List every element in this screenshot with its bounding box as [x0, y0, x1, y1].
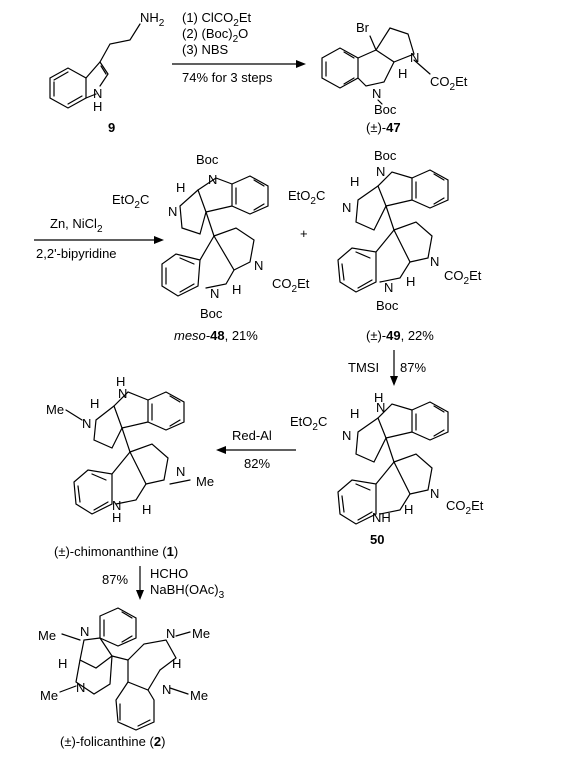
- atom-me-top: Me: [46, 402, 64, 417]
- atom-boc-bot: Boc: [200, 306, 223, 321]
- atom-boc-top: Boc: [196, 152, 219, 167]
- atom-n-pyr-top: N: [342, 428, 351, 443]
- compound-2: Me N H N Me Me N H N Me (±)-folicanthine…: [38, 607, 210, 749]
- atom-me4: Me: [190, 688, 208, 703]
- atom-h-bot: H: [142, 502, 151, 517]
- atom-n-top: N: [208, 172, 217, 187]
- atom-n: N: [93, 86, 102, 101]
- atom-me2: Me: [40, 688, 58, 703]
- step3-yield: 87%: [400, 360, 426, 375]
- atom-n-pyr-top: N: [82, 416, 91, 431]
- atom-br: Br: [356, 20, 370, 35]
- atom-boc-top: Boc: [374, 148, 397, 163]
- atom-me3: Me: [192, 626, 210, 641]
- atom-n-bot: N: [210, 286, 219, 301]
- atom-h2: H: [172, 656, 181, 671]
- atom-n2: N: [372, 86, 381, 101]
- compound-label-49: (±)-49, 22%: [366, 328, 434, 343]
- atom-n1: N: [80, 624, 89, 639]
- step1-yield: 74% for 3 steps: [182, 70, 273, 85]
- compound-label-50: 50: [370, 532, 384, 547]
- step1-cond-2: (2) (Boc)2O: [182, 26, 248, 45]
- atom-h: H: [93, 99, 102, 114]
- compound-label-1: (±)-chimonanthine (1): [54, 544, 178, 559]
- step2: Zn, NiCl2 2,2'-bipyridine: [34, 216, 164, 261]
- atom-h-bot: H: [404, 502, 413, 517]
- atom-n4: N: [162, 682, 171, 697]
- atom-eto2c: EtO2C: [290, 414, 327, 433]
- atom-h: H: [398, 66, 407, 81]
- step2-cond-1: Zn, NiCl2: [50, 216, 103, 235]
- step1-cond-3: (3) NBS: [182, 42, 229, 57]
- step5-cond-2: NaBH(OAc)3: [150, 582, 225, 601]
- step5-cond-1: HCHO: [150, 566, 188, 581]
- atom-me1: Me: [38, 628, 56, 643]
- atom-h-top: H: [350, 174, 359, 189]
- step5: 87% HCHO NaBH(OAc)3: [102, 566, 225, 601]
- atom-eto2c: EtO2C: [112, 192, 149, 211]
- atom-me-bot: Me: [196, 474, 214, 489]
- atom-n-top: N: [376, 400, 385, 415]
- compound-50: H N H EtO2C N N CO2Et NH H 50: [290, 390, 484, 547]
- atom-n2: N: [76, 680, 85, 695]
- atom-n-pyr-bot: N: [176, 464, 185, 479]
- atom-h-bot: H: [406, 274, 415, 289]
- atom-n-top: N: [118, 386, 127, 401]
- compound-9: NH2 N H 9: [49, 10, 165, 135]
- atom-h1: H: [58, 656, 67, 671]
- atom-h-top: H: [350, 406, 359, 421]
- atom-n3: N: [166, 626, 175, 641]
- compound-48: Boc N H EtO2C N N CO2Et N H Boc meso-48,…: [112, 152, 310, 343]
- atom-h-top-n: H: [116, 374, 125, 389]
- compound-label-2: (±)-folicanthine (2): [60, 734, 165, 749]
- step1-cond-1: (1) ClCO2Et: [182, 10, 252, 29]
- compound-49: Boc N H EtO2C N N CO2Et N H Boc (±)-49, …: [288, 148, 482, 343]
- atom-n-bot: N: [384, 280, 393, 295]
- step1: (1) ClCO2Et (2) (Boc)2O (3) NBS 74% for …: [172, 10, 306, 85]
- compound-47: Br H N CO2Et N Boc (±)-47: [321, 20, 468, 135]
- compound-label-9: 9: [108, 120, 115, 135]
- atom-h-bot-n: H: [112, 510, 121, 525]
- atom-nh2: NH2: [140, 10, 165, 29]
- atom-nh-bot: N: [112, 498, 121, 513]
- atom-boc-bot: Boc: [376, 298, 399, 313]
- step2-cond-2: 2,2'-bipyridine: [36, 246, 117, 261]
- atom-co2et: CO2Et: [444, 268, 482, 287]
- atom-boc: Boc: [374, 102, 397, 117]
- atom-n-pyr-top: N: [168, 204, 177, 219]
- atom-co2et: CO2Et: [446, 498, 484, 517]
- atom-co2et: CO2Et: [272, 276, 310, 295]
- atom-n-pyr-bot: N: [430, 254, 439, 269]
- atom-nh-top: H: [374, 390, 383, 405]
- step4-reagent: Red-Al: [232, 428, 272, 443]
- atom-n-pyr-top: N: [342, 200, 351, 215]
- compound-label-47: (±)-47: [366, 120, 401, 135]
- atom-n-pyr-bot: N: [254, 258, 263, 273]
- step5-yield: 87%: [102, 572, 128, 587]
- step3: TMSI 87%: [348, 350, 426, 386]
- atom-co2et: CO2Et: [430, 74, 468, 93]
- compound-1: H N H Me N N Me N H H (±)-chimonanthine …: [46, 374, 214, 559]
- step4: Red-Al 82%: [216, 428, 296, 471]
- step3-reagent: TMSI: [348, 360, 379, 375]
- atom-n-top: N: [376, 164, 385, 179]
- compound-label-48: meso-48, 21%: [174, 328, 258, 343]
- atom-n-pyr-bot: N: [430, 486, 439, 501]
- atom-nh-bot: NH: [372, 510, 391, 525]
- atom-eto2c: EtO2C: [288, 188, 325, 207]
- atom-n1: N: [410, 50, 419, 65]
- atom-h-top: H: [176, 180, 185, 195]
- step4-yield: 82%: [244, 456, 270, 471]
- plus-sign: +: [300, 226, 308, 241]
- atom-h-top: H: [90, 396, 99, 411]
- atom-h-bot: H: [232, 282, 241, 297]
